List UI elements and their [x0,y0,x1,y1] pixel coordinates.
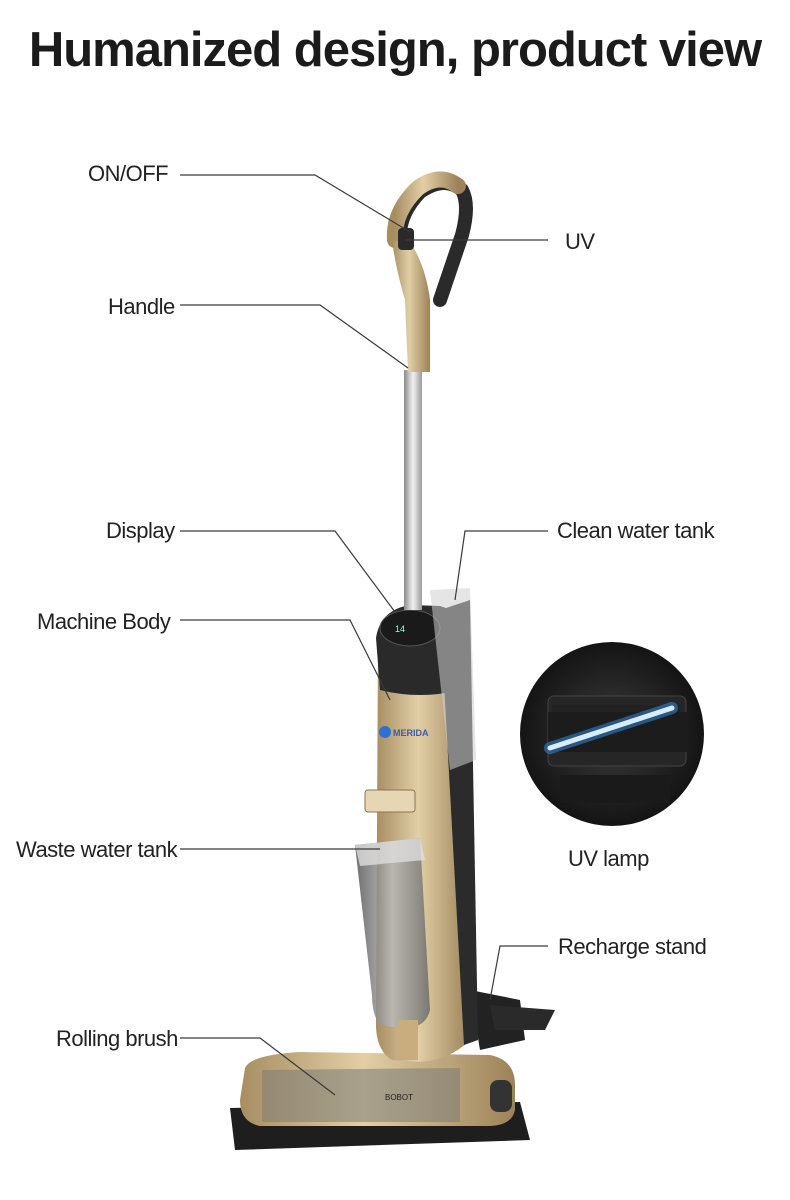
leader-clean-water-tank [454,530,548,601]
svg-text:14: 14 [395,624,405,634]
floor-head: BOBOT [240,1052,515,1126]
handle [386,171,473,372]
svg-text:MERIDA: MERIDA [393,728,429,738]
pole [404,370,422,610]
svg-text:BOBOT: BOBOT [385,1093,413,1102]
leader-on-off [180,174,411,233]
label-clean-water-tank: Clean water tank [557,518,715,543]
leader-machine-body [180,619,391,701]
leader-recharge-stand [489,945,548,1001]
leader-display [180,530,396,613]
machine-body: 14 MERIDA [355,600,478,1062]
label-machine-body: Machine Body [37,609,171,634]
label-handle: Handle [108,294,175,319]
label-uv: UV [565,229,595,254]
label-recharge-stand: Recharge stand [558,934,707,959]
uv-lamp-image [520,642,704,826]
label-uv-lamp: UV lamp [568,846,649,871]
page-title: Humanized design, product view [28,23,762,77]
clean-water-tank [430,588,476,770]
leader-rolling-brush [180,1037,336,1096]
label-on-off: ON/OFF [88,161,169,186]
leader-handle [180,304,409,369]
leader-lines [180,174,548,1096]
label-waste-water-tank: Waste water tank [16,837,178,862]
label-rolling-brush: Rolling brush [56,1026,178,1051]
label-display: Display [106,518,175,543]
